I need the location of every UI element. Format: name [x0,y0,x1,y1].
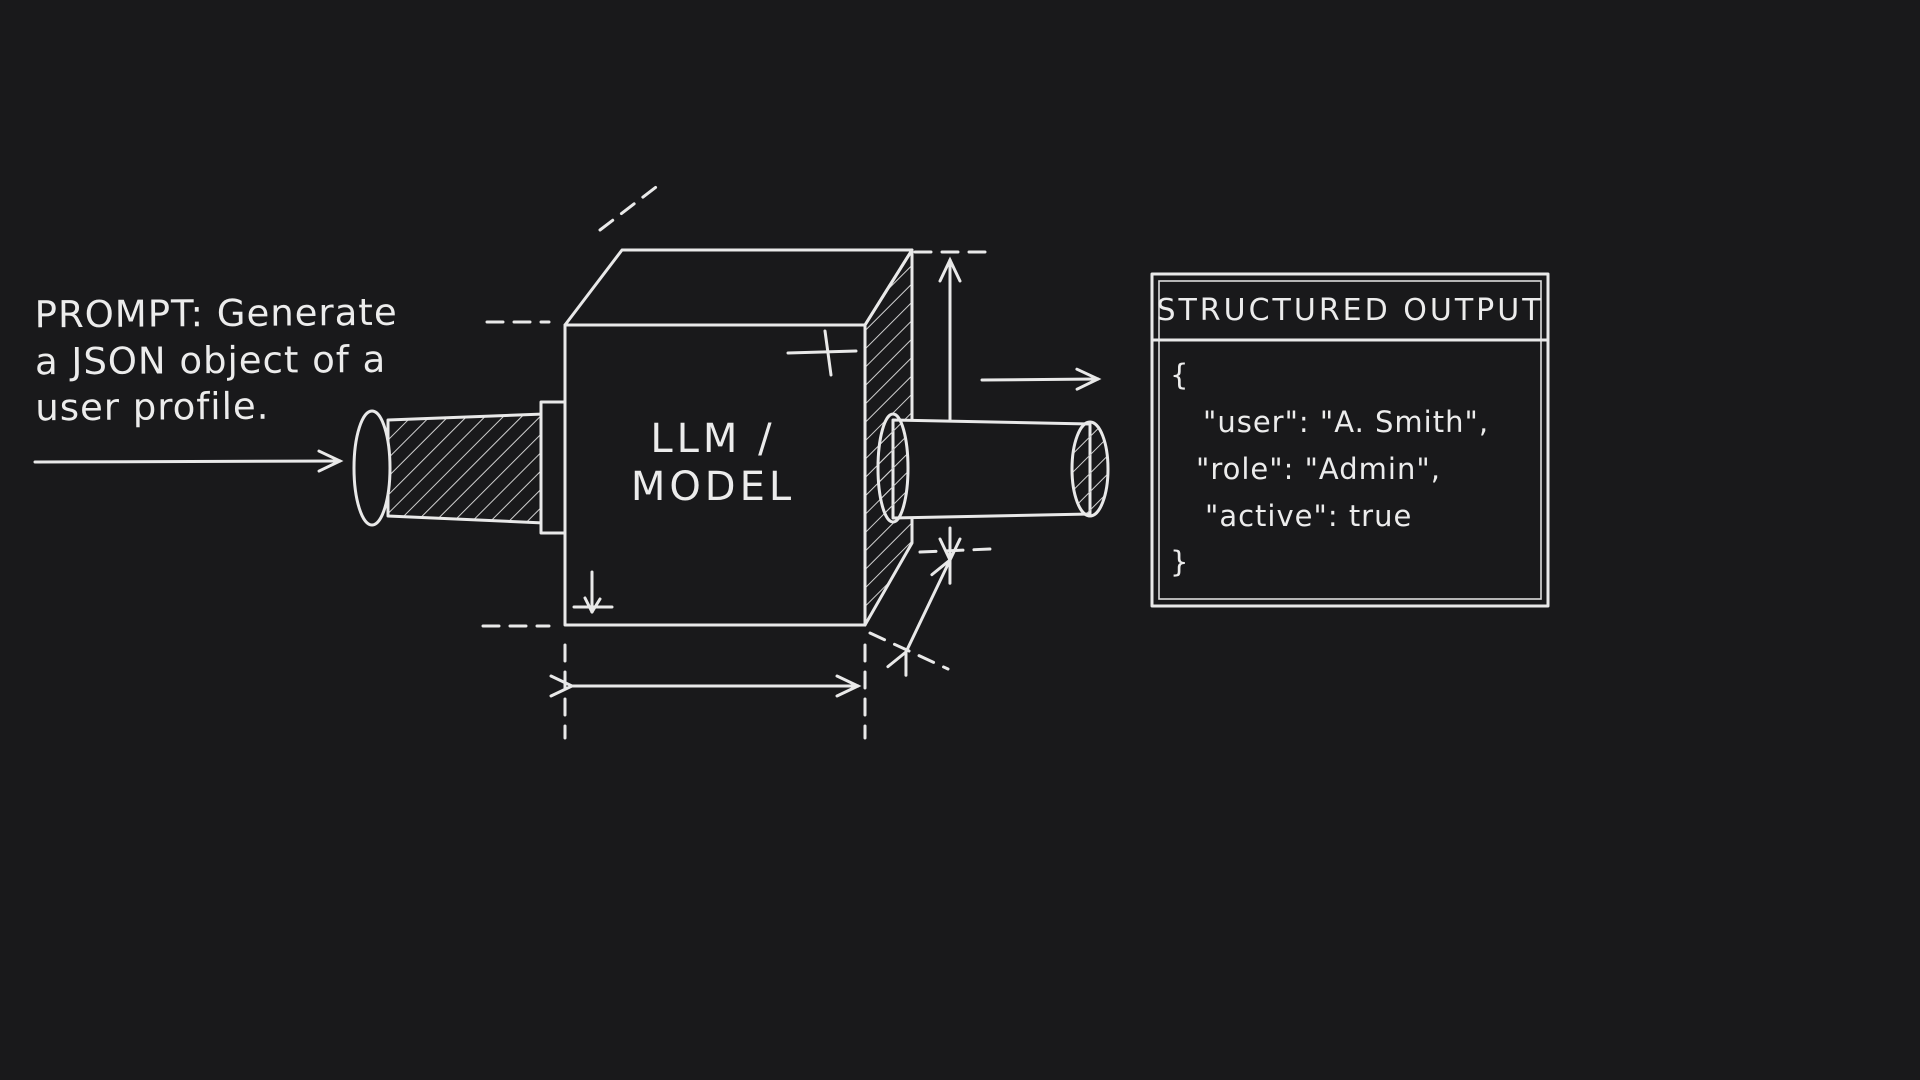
left-pipe-plate [539,400,569,535]
prompt-line-1: PROMPT: Generate [35,291,398,337]
left-pipe-body [386,412,546,525]
machine-box: LLM / MODEL [563,248,914,627]
output-arrow [980,367,1102,391]
dimension-diagonal [886,556,952,677]
box-top-face [563,248,914,327]
json-line-active: "active": true [1205,499,1412,533]
right-pipe-body [891,418,1092,520]
dimension-arrows [549,256,962,698]
dash-top-diagonal [598,182,662,232]
box-front-face [563,323,867,627]
prompt-line-2: a JSON object of a [35,338,387,383]
right-pipe-collar [876,412,910,524]
output-panel-border [1150,272,1550,608]
output-panel-title: STRUCTURED OUTPUT [1156,293,1543,328]
left-pipe-end-flange [352,409,392,527]
right-pipe [876,412,1110,524]
json-brace-open: { [1170,358,1189,392]
output-panel-inner-border [1158,280,1542,600]
prompt-line-3: user profile. [35,385,269,430]
input-arrow [33,449,344,473]
right-pipe-end-cap [1070,420,1110,518]
output-panel: STRUCTURED OUTPUT { "user": "A. Smith", … [1150,272,1550,608]
json-brace-close: } [1170,545,1189,579]
left-pipe [352,400,569,535]
crosshair-bottom-left [572,570,614,614]
json-line-role: "role": "Admin", [1196,452,1441,486]
crosshair-top-right [786,329,858,377]
json-line-user: "user": "A. Smith", [1203,405,1489,439]
prompt-text-block: PROMPT: Generate a JSON object of a user… [35,291,398,430]
machine-label-line-2: MODEL [631,464,795,510]
machine-label-line-1: LLM / [650,416,775,462]
